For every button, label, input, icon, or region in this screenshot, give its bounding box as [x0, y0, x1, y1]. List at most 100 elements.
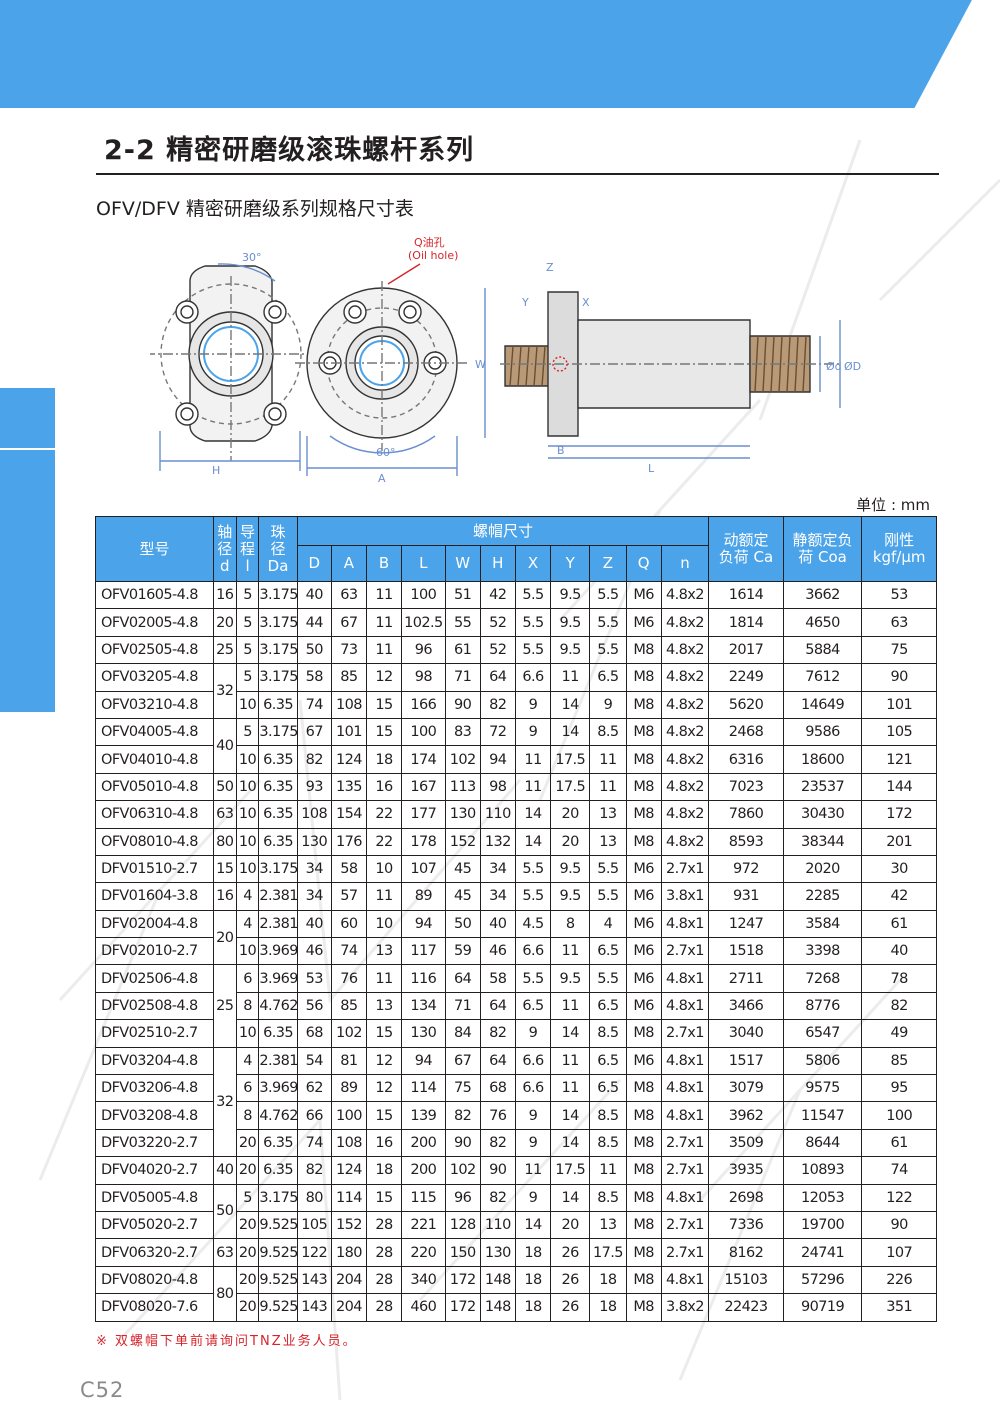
table-cell: 19700 — [782, 1210, 863, 1240]
table-cell: 13 — [589, 827, 627, 856]
table-cell: M6 — [625, 964, 662, 993]
table-cell: 5 — [235, 608, 260, 637]
table-cell: 94 — [401, 1046, 446, 1076]
table-cell: 56 — [296, 991, 332, 1021]
table-cell: 4.8x2 — [660, 635, 710, 665]
table-cell: 20 — [235, 1238, 260, 1267]
table-cell: 107 — [861, 1238, 937, 1267]
table-cell: 9.5 — [550, 608, 591, 637]
ofv-flange-view — [295, 263, 470, 476]
table-cell: 172 — [861, 800, 937, 829]
table-cell: 20 — [235, 1156, 260, 1185]
table-cell: M6 — [625, 909, 662, 939]
table-cell: 82 — [479, 690, 516, 719]
table-cell: 50 — [296, 635, 332, 665]
table-cell: 5.5 — [514, 580, 552, 610]
table-cell: 10 — [235, 937, 260, 966]
angle-30-label: 30° — [242, 251, 262, 264]
table-cell: 5884 — [782, 635, 863, 665]
table-cell: 3.969 — [258, 1074, 298, 1103]
table-cell: 3040 — [708, 1019, 784, 1048]
table-cell: 11 — [589, 772, 627, 802]
table-cell: 6.5 — [589, 937, 627, 966]
table-cell: 20 — [235, 1265, 260, 1295]
col-shaft-diameter: 轴 径 d — [212, 516, 237, 582]
table-cell: 5.5 — [589, 608, 627, 637]
table-cell: 83 — [444, 717, 481, 747]
col-dynamic-load: 动额定 负荷 Ca — [708, 516, 784, 582]
dim-z-label: Z — [546, 261, 554, 274]
table-cell: 4.8x1 — [660, 1183, 710, 1212]
table-cell: 9.5 — [550, 964, 591, 993]
table-cell: 6.6 — [514, 1074, 552, 1103]
table-cell: 2.7x1 — [660, 1156, 710, 1185]
table-cell: 108 — [330, 690, 367, 719]
table-cell: 4 — [235, 909, 260, 939]
table-cell: 4.8x2 — [660, 800, 710, 829]
table-cell: 18 — [589, 1293, 627, 1322]
col-sub-header: Z — [589, 545, 627, 582]
table-cell: 3.175 — [258, 663, 298, 692]
table-cell: M8 — [625, 1183, 662, 1212]
table-cell: 5.5 — [514, 854, 552, 884]
table-cell: 460 — [401, 1293, 446, 1322]
table-cell: 4.8x1 — [660, 964, 710, 993]
table-cell: 8.5 — [589, 1019, 627, 1048]
table-cell: 135 — [330, 772, 367, 802]
table-cell: 71 — [444, 991, 481, 1021]
table-cell: M8 — [625, 800, 662, 829]
table-cell: 3.969 — [258, 937, 298, 966]
model-cell: OFV02505-4.8 — [95, 635, 214, 665]
table-cell: 4.8x2 — [660, 717, 710, 747]
table-cell: 6.35 — [258, 772, 298, 802]
top-banner — [0, 0, 1000, 108]
col-sub-header: Y — [550, 545, 591, 582]
table-cell: 6.35 — [258, 800, 298, 829]
table-cell: 22 — [365, 800, 403, 829]
table-cell: M8 — [625, 827, 662, 856]
table-cell: 82 — [479, 1183, 516, 1212]
side-tab — [0, 388, 55, 448]
table-cell: 4.8x1 — [660, 1046, 710, 1076]
table-cell: 15 — [365, 1101, 403, 1130]
unit-label: 单位 : mm — [856, 496, 930, 514]
table-cell: 6.35 — [258, 1128, 298, 1158]
table-cell: 51 — [444, 580, 481, 610]
col-stiffness: 刚性 kgf/μm — [861, 516, 937, 582]
table-cell: 76 — [330, 964, 367, 993]
table-cell: 67 — [296, 717, 332, 747]
table-cell: 45 — [444, 882, 481, 911]
table-cell: 13 — [365, 937, 403, 966]
table-cell: 8.5 — [589, 717, 627, 747]
dim-outer-d-label: ØD — [844, 360, 861, 373]
table-cell: 4.8x2 — [660, 690, 710, 719]
table-cell: 68 — [479, 1074, 516, 1103]
table-cell: 3.8x1 — [660, 882, 710, 911]
table-cell: 63 — [861, 608, 937, 637]
table-cell: 5.5 — [589, 580, 627, 610]
table-cell: 148 — [479, 1293, 516, 1322]
table-cell: 5.5 — [589, 882, 627, 911]
table-cell: M6 — [625, 991, 662, 1021]
table-cell: 4.8x1 — [660, 909, 710, 939]
table-cell: 5620 — [708, 690, 784, 719]
col-nut-dimensions: 螺帽尺寸 — [296, 516, 710, 546]
side-tab — [0, 450, 55, 712]
model-cell: DFV02508-4.8 — [95, 991, 214, 1021]
table-cell: 93 — [296, 772, 332, 802]
table-cell: 9 — [589, 690, 627, 719]
table-cell: 8 — [235, 1101, 260, 1130]
table-cell: 115 — [401, 1183, 446, 1212]
table-cell: 64 — [479, 1046, 516, 1076]
table-cell: 2.7x1 — [660, 1128, 710, 1158]
table-cell: 82 — [296, 745, 332, 774]
table-cell: 9.525 — [258, 1265, 298, 1295]
table-cell: 105 — [296, 1210, 332, 1240]
table-cell: 113 — [444, 772, 481, 802]
table-cell: 3.175 — [258, 1183, 298, 1212]
